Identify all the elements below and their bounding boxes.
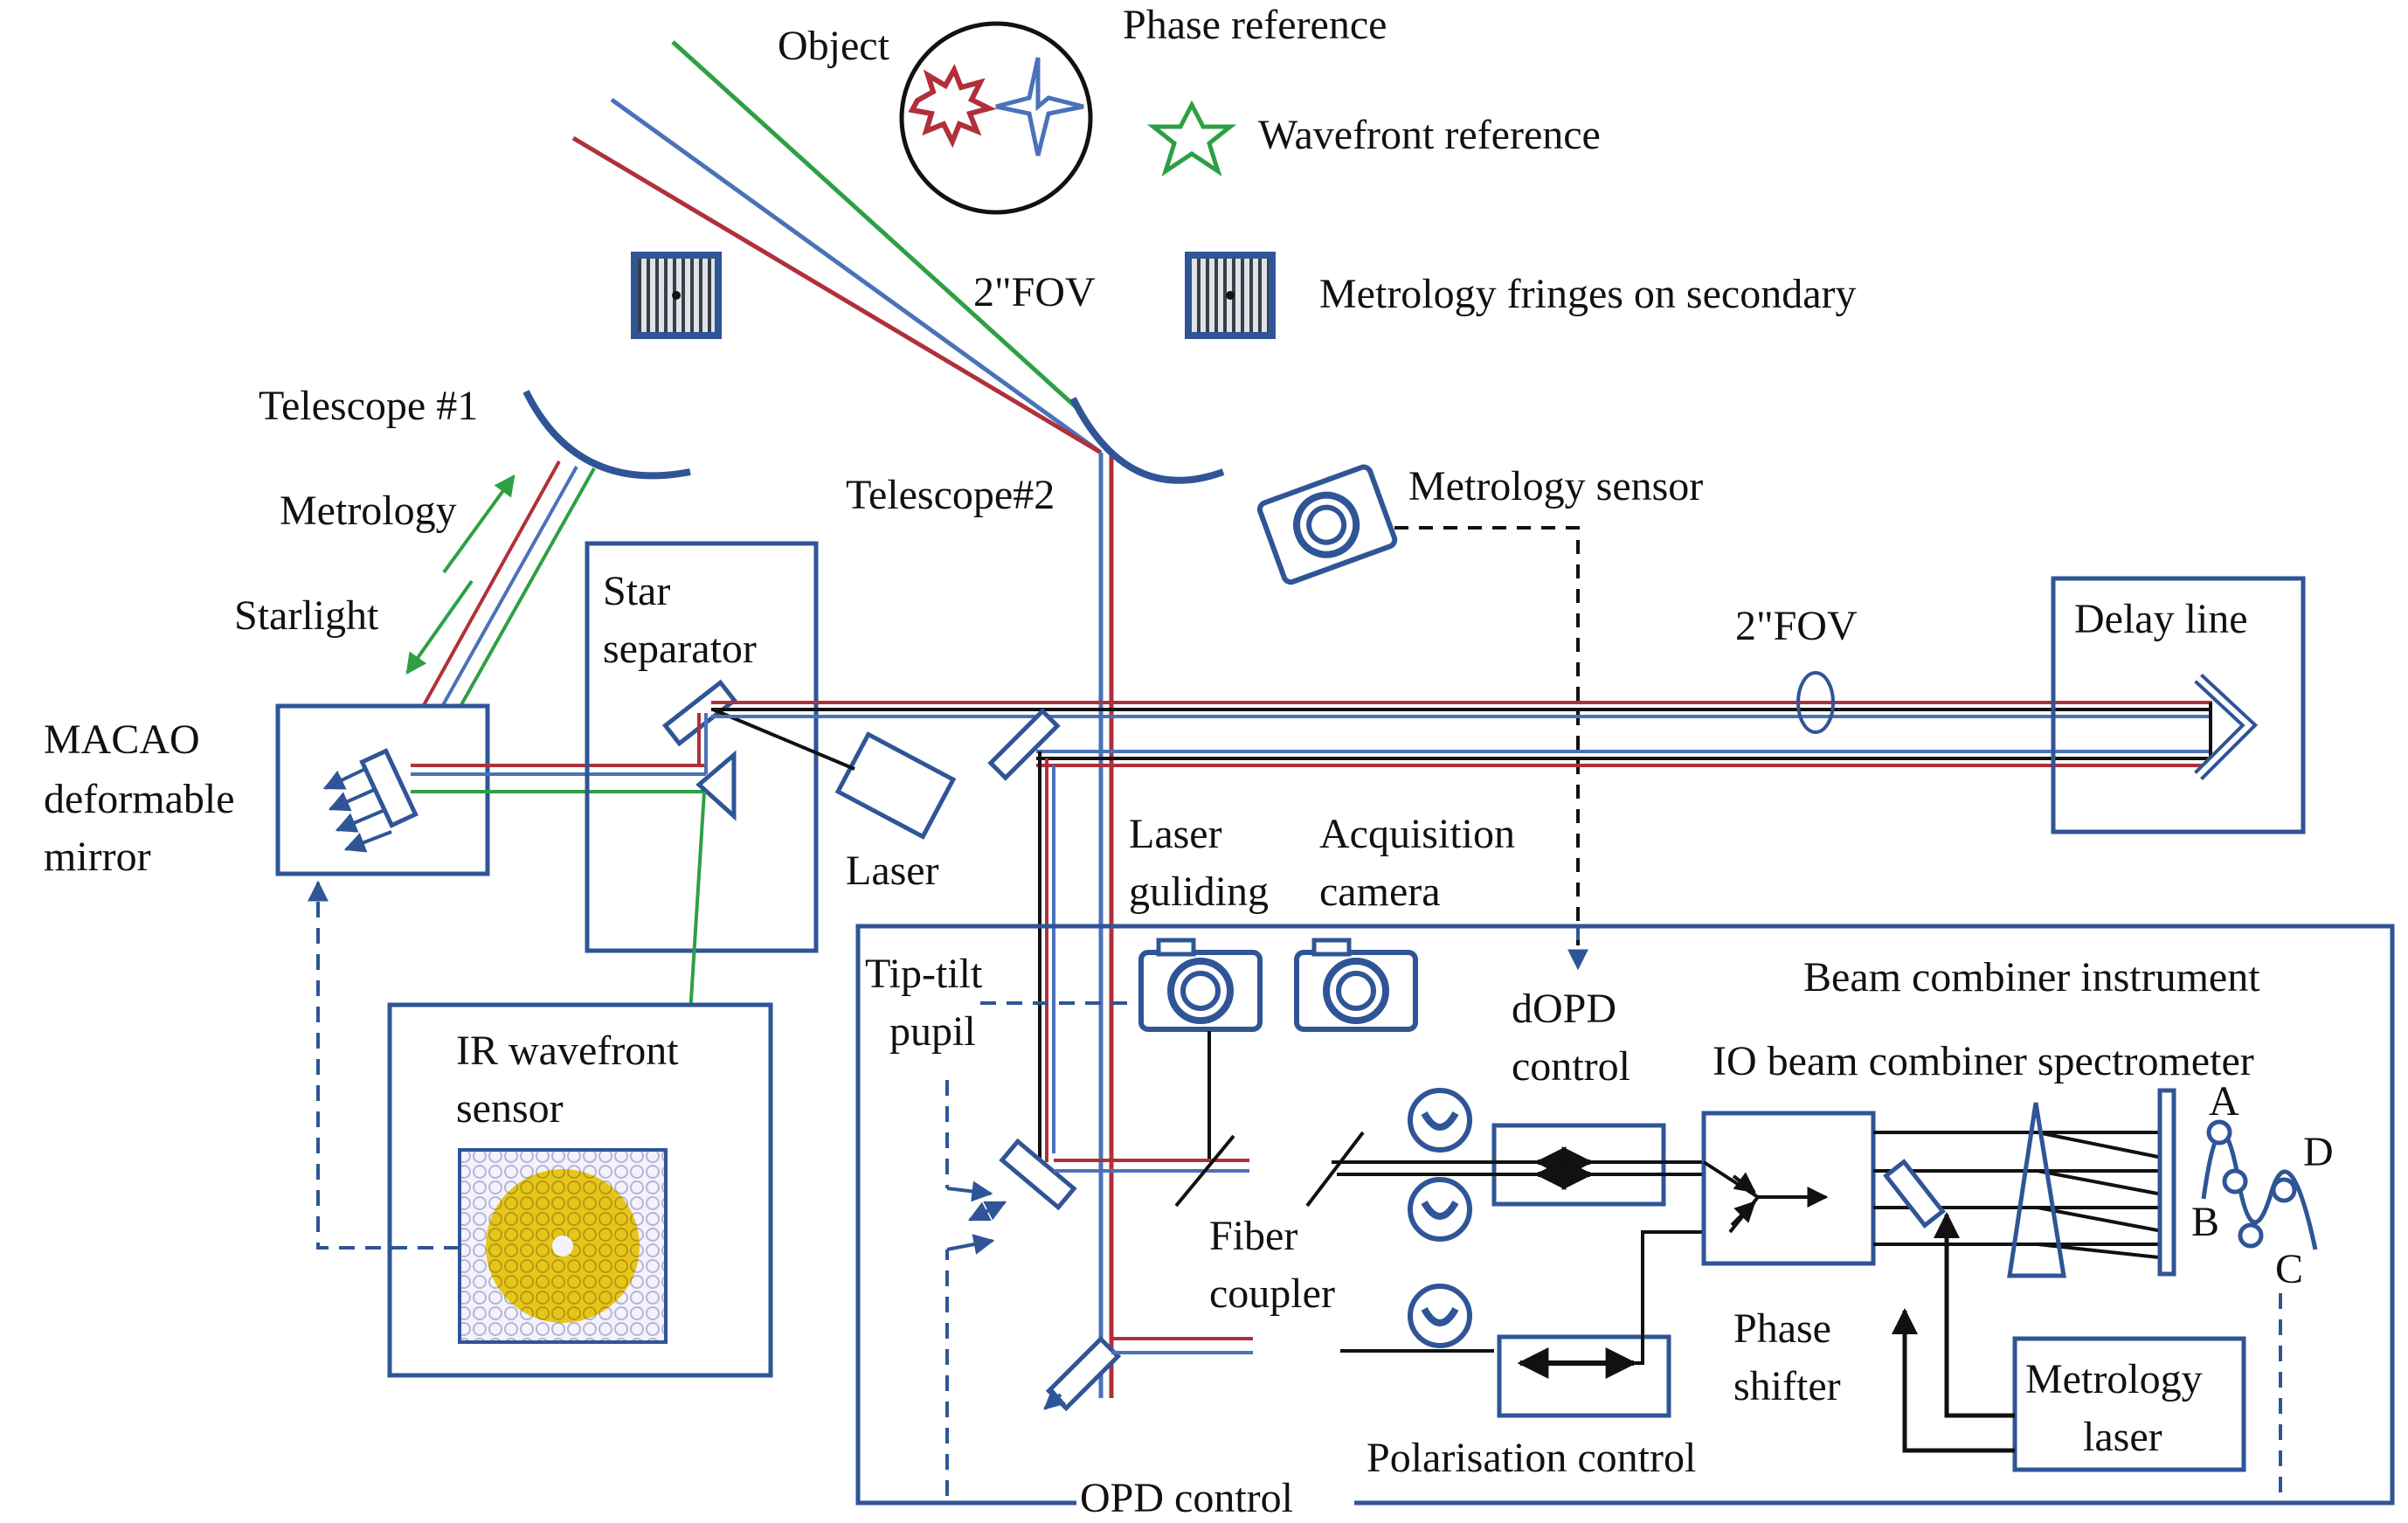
- macao-label-line2: deformable: [44, 776, 235, 822]
- object-star-icon: [908, 64, 997, 149]
- phase-reference-star-icon: [995, 57, 1084, 156]
- acquisition-camera-label-line1: Acquisition: [1319, 811, 1515, 857]
- starlight-label: Starlight: [234, 592, 379, 639]
- lenslet-array-icon: [458, 1148, 668, 1344]
- laser-guiding-camera-icon: [1138, 938, 1263, 1032]
- star-separator-box: [585, 541, 819, 953]
- telescope2-mirror: [1069, 397, 1225, 484]
- delay-line-retroreflector: [2194, 673, 2259, 780]
- phase-reference-label: Phase reference: [1123, 2, 1387, 48]
- metrology-fringes-label: Metrology fringes on secondary: [1319, 271, 1857, 317]
- fiber-spool-icons: [1408, 1088, 1472, 1348]
- tiptilt-label-line1: Tip-tilt: [865, 951, 983, 997]
- phase-shifter-label-line1: Phase: [1733, 1305, 1831, 1352]
- object-label: Object: [778, 23, 890, 69]
- delay-line-box: [2051, 576, 2306, 834]
- laser-label: Laser: [846, 848, 939, 894]
- detector-bar: [2157, 1088, 2176, 1277]
- field-of-view-circle: [899, 21, 1093, 215]
- telescope2-label: Telescope#2: [846, 472, 1055, 518]
- ir-wavefront-label-line2: sensor: [456, 1085, 564, 1132]
- fov-mid-label: 2"FOV: [1735, 603, 1858, 649]
- dopd-label-line1: dOPD: [1512, 986, 1616, 1032]
- laser-guiding-label-line1: Laser: [1129, 811, 1222, 857]
- laser-box: [834, 731, 957, 840]
- opd-control-label: OPD control: [1080, 1475, 1293, 1521]
- deformable-mirror-icon: [322, 748, 419, 853]
- delay-line-label: Delay line: [2074, 596, 2248, 642]
- metrology-label: Metrology: [280, 488, 457, 534]
- tiptilt-label-line2: pupil: [889, 1008, 976, 1055]
- metrology-laser-label-line1: Metrology: [2025, 1356, 2203, 1402]
- fringe-label-c: C: [2275, 1246, 2303, 1292]
- laser-guiding-label-line2: guliding: [1129, 869, 1269, 915]
- polarisation-control-label: Polarisation control: [1367, 1435, 1696, 1481]
- wavefront-reference-label: Wavefront reference: [1258, 112, 1601, 158]
- fiber-coupler-label-line1: Fiber: [1209, 1213, 1297, 1259]
- fov-top-label: 2"FOV: [973, 269, 1096, 315]
- metrology-laser-label-line2: laser: [2083, 1414, 2162, 1460]
- beam-combiner-instrument-label: Beam combiner instrument: [1803, 954, 2260, 1000]
- spectrometer-prism: [2007, 1102, 2066, 1278]
- fringe-label-d: D: [2303, 1129, 2334, 1175]
- ir-wavefront-label-line1: IR wavefront: [456, 1028, 679, 1074]
- acquisition-camera-label-line2: camera: [1319, 869, 1441, 915]
- metrology-laser-box: [2012, 1336, 2246, 1472]
- fringe-thumb-left: [631, 252, 722, 339]
- dopd-label-line2: control: [1512, 1043, 1630, 1090]
- metrology-sensor-camera-icon: [1256, 464, 1398, 585]
- fringe-label-b: B: [2191, 1199, 2219, 1245]
- delay-line-beams: [711, 701, 2212, 767]
- phase-shifter-label-line2: shifter: [1733, 1363, 1841, 1409]
- wavefront-reference-star-icon: [1146, 100, 1237, 177]
- star-separator-prism: [695, 750, 737, 821]
- fringe-label-a: A: [2209, 1078, 2239, 1125]
- fov-mid-ellipse: [1796, 671, 1835, 734]
- macao-label-line3: mirror: [44, 834, 151, 880]
- acquisition-camera-icon: [1294, 938, 1418, 1032]
- telescope1-mirror: [522, 390, 691, 480]
- io-beam-combiner-box: [1701, 1111, 1876, 1266]
- fringe-thumb-right: [1185, 252, 1276, 339]
- star-separator-label-line1: Star: [603, 568, 670, 614]
- beam-combiner-instrument-box: [855, 924, 2395, 1506]
- star-separator-label-line2: separator: [603, 626, 757, 672]
- telescope1-label: Telescope #1: [259, 383, 478, 429]
- metrology-sensor-label: Metrology sensor: [1408, 463, 1703, 509]
- fiber-coupler-label-line2: coupler: [1209, 1270, 1335, 1317]
- io-beam-combiner-label: IO beam combiner spectrometer: [1713, 1038, 2254, 1084]
- macao-label-line1: MACAO: [44, 717, 200, 763]
